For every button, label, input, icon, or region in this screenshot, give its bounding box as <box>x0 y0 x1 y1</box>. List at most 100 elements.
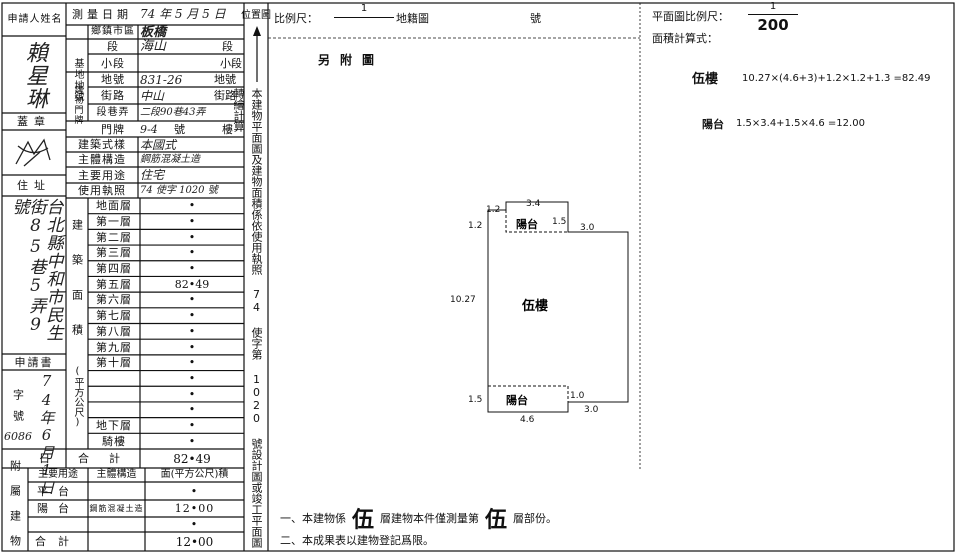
survey-date-value: 74 年 5 月 5 日 <box>140 7 226 21</box>
address-value: 台北縣中和市民生街85巷5弄9號 <box>8 198 63 342</box>
area-floor-value: • <box>188 324 196 338</box>
dim-height: 10.27 <box>450 295 476 305</box>
plan-scale-line <box>748 14 798 15</box>
lane-value: 二段90巷43弄 <box>140 106 206 118</box>
north-arrow-icon <box>253 26 261 82</box>
area-floor-name <box>88 371 140 387</box>
area-floor-name <box>88 386 140 402</box>
number-value: 9-4 <box>140 122 158 136</box>
area-floor-value: • <box>188 230 196 244</box>
section-value: 海山 <box>140 39 167 54</box>
top-balcony-label: 陽台 <box>516 217 538 231</box>
scale-line <box>334 17 394 18</box>
dim-top-balcony-depth: 1.5 <box>552 217 566 227</box>
note-1-suffix: 層部份。 <box>513 512 558 525</box>
use-value: 住宅 <box>140 168 165 182</box>
lane-label: 段巷弄 <box>96 106 130 118</box>
district-label: 鄉鎮市區 <box>91 26 135 37</box>
area-floor-value: • <box>188 434 196 448</box>
calc-balcony-formula: 1.5×3.4+1.5×4.6 =12.00 <box>736 118 865 129</box>
scale-numerator: 1 <box>360 3 368 14</box>
bottom-balcony-label: 陽台 <box>506 393 528 407</box>
area-floor-name: 第七層 <box>96 309 132 323</box>
appendage-area: 12•00 <box>174 502 215 515</box>
area-floor-name: 第十層 <box>96 356 132 370</box>
area-floor-name: 第五層 <box>96 277 132 291</box>
area-floor-name: 第八層 <box>96 324 132 338</box>
area-total-label: 合計 <box>78 452 140 465</box>
area-floor-value: • <box>188 262 196 276</box>
plan-scale-label: 平面圖比例尺： <box>652 9 729 23</box>
calc-balcony-name: 陽台 <box>702 117 724 131</box>
structure-label: 主體構造 <box>78 153 126 166</box>
structure-value: 鋼筋混凝土造 <box>140 153 200 165</box>
dim-bottom-right-depth: 1.0 <box>570 391 585 401</box>
scale-label: 比例尺： <box>274 11 318 25</box>
dim-right-top: 3.0 <box>580 223 595 233</box>
area-floor-value: 82•49 <box>174 277 210 291</box>
section-suffix: 段 <box>222 40 233 53</box>
dim-left-offset: 1.2 <box>468 221 482 231</box>
dim-top-left: 1.2 <box>486 205 500 215</box>
appendage-structure: 鋼筋混凝土造 <box>89 503 144 513</box>
application-label: 申請書 <box>14 355 54 369</box>
area-floor-name: 地面層 <box>96 199 132 213</box>
plan-scale-numerator: 1 <box>769 1 777 12</box>
area-floor-value: • <box>188 246 196 260</box>
seal-stamp <box>15 138 51 167</box>
dim-top-width: 3.4 <box>526 199 541 209</box>
note-1: 一、本建物係 伍 層建物本件僅測量第 伍 層部份。 <box>280 506 700 533</box>
use-label: 主要用途 <box>78 168 126 182</box>
appendage-area: • <box>190 484 199 498</box>
lot-value: 831-26 <box>140 72 183 87</box>
floor-plan-drawing: 陽台 伍樓 陽台 1.2 3.4 1.5 3.0 1.2 10.27 1.5 4… <box>450 199 629 425</box>
note-2: 二、本成果表以建物登記爲限。 <box>280 534 434 547</box>
area-floor-name: 第三層 <box>96 246 132 260</box>
style-value: 本國式 <box>140 137 177 152</box>
area-floor-name: 第四層 <box>96 262 132 276</box>
dim-right-bottom: 3.0 <box>584 405 599 415</box>
calc-main-formula: 10.27×(4.6+3)+1.2×1.2+1.3 =82.49 <box>742 73 931 84</box>
appendage-use-header: 主要用途 <box>38 469 78 480</box>
area-calc-label: 面積計算式： <box>652 31 718 45</box>
floor-plan-label: 伍樓 <box>521 298 548 314</box>
area-floor-name: 第六層 <box>96 293 132 307</box>
area-total-value: 82•49 <box>173 451 211 466</box>
area-floor-value: • <box>188 418 196 432</box>
number-suffix: 號 <box>174 122 185 136</box>
calc-main-name: 伍樓 <box>692 71 719 87</box>
area-floor-name: 地下層 <box>96 418 132 432</box>
application-number-label: 字號 <box>11 389 25 431</box>
appendage-total-label: 合計 <box>35 535 81 548</box>
application-date-label: 日 <box>39 452 60 465</box>
doorplate-group-label: 建物門牌 <box>72 85 83 125</box>
area-floor-value: • <box>188 340 196 354</box>
style-label: 建築式樣 <box>78 138 126 151</box>
area-floor-value: • <box>188 309 196 323</box>
note-1-mid: 層建物本件僅測量第 <box>380 512 480 525</box>
subsection-suffix: 小段 <box>220 56 242 70</box>
lot-suffix: 地號 <box>214 73 236 86</box>
area-floor-name: 第九層 <box>96 340 132 354</box>
note-1-floor-2: 伍 <box>485 507 508 533</box>
application-date: 74年6月1日 <box>37 372 56 496</box>
area-floor-value: • <box>188 403 196 417</box>
district-value: 板橋 <box>140 24 167 40</box>
site-group-label: 基地地號 <box>72 58 83 102</box>
appendage-group-label: 附屬建物 <box>8 460 22 560</box>
appendage-structure <box>88 517 145 532</box>
applicant-name: 賴星琳 <box>22 40 47 110</box>
area-group-label: 建築面積 <box>70 219 84 359</box>
note-1-floor: 伍 <box>352 507 375 533</box>
street-label: 街路 <box>101 89 125 102</box>
area-floor-value: • <box>188 215 196 229</box>
appendage-use <box>28 517 88 532</box>
appendage-total-value: 12•00 <box>175 534 214 549</box>
area-floor-name: 第二層 <box>96 230 132 244</box>
appendage-area: • <box>190 518 199 531</box>
plan-scale-denominator: 200 <box>757 15 789 34</box>
permit-value: 74 使字 1020 號 <box>140 184 218 196</box>
dim-bottom-width: 4.6 <box>520 415 535 425</box>
floor-suffix: 樓 <box>222 122 233 136</box>
